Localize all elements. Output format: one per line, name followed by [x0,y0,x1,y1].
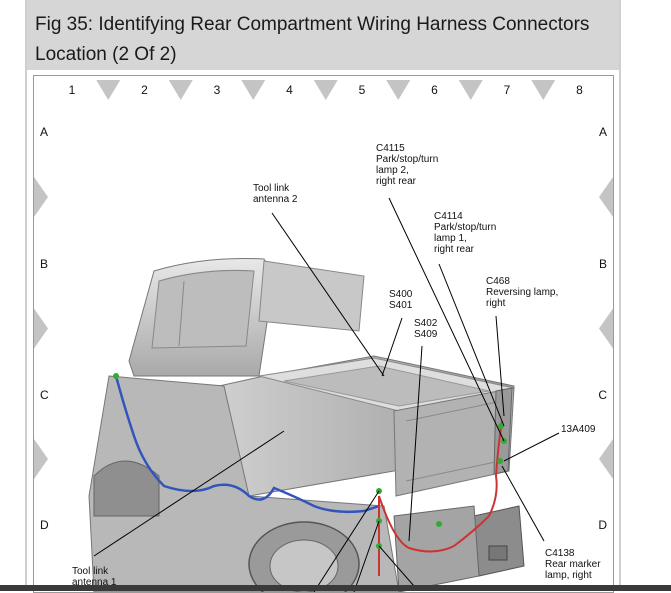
callout-line: Reversing lamp, [486,287,558,298]
leader-lines [93,197,560,592]
callout-line: S409 [414,329,438,340]
bottom-scrollbar-strip [0,585,671,591]
grid-column-marker [168,80,193,100]
callout-line: Rear marker [545,559,601,570]
callout-line: Tool link [72,566,109,577]
callout-line: S400 [389,289,413,300]
callout-line: lamp 2, [376,165,409,176]
grid-column-label: 6 [431,83,438,97]
figure-header: Fig 35: Identifying Rear Compartment Wir… [27,0,619,70]
grid-column-label: 2 [141,83,148,97]
callout-line: lamp, right [545,570,592,581]
grid-row-label: B [599,257,607,271]
callout-line: Park/stop/turn [434,222,496,233]
grid-row-label: C [598,388,607,402]
page-left-border [25,0,27,591]
callout-line: Park/stop/turn [376,154,438,165]
grid-column-label: 3 [214,83,221,97]
callout-line: right [486,298,506,309]
grid-row-marker [34,308,48,349]
grid-row-marker [599,177,613,217]
grid-row-label: C [40,388,49,402]
grid-column-marker [313,80,338,100]
grid-column-label: 8 [576,83,583,97]
grid-row-label: D [40,518,49,532]
grid-column-label: 7 [504,83,511,97]
grid-row-marker [599,439,613,479]
page-right-border [619,0,621,591]
grid-column-label: 1 [69,83,76,97]
diagram-canvas: 1 2 3 4 5 6 7 8A A B B C C D D [34,80,613,592]
grid-row-marker [599,308,613,349]
callout-line: antenna 2 [253,194,298,205]
callout-line: C4114 [434,211,463,222]
callout-13a409: 13A409 [561,424,596,435]
callout-line: C468 [486,276,510,287]
callout-line: 13A409 [561,424,596,435]
callout-line: C4138 [545,548,575,559]
harness-red [378,420,503,576]
grid-row-marker [34,439,48,479]
grid-column-marker [241,80,266,100]
callout-line: lamp 1, [434,233,467,244]
callout-line: right rear [376,176,417,187]
grid-row-label: A [40,125,48,139]
grid-markers: 1 2 3 4 5 6 7 8A A B B C C D D [34,80,613,532]
grid-column-marker [531,80,556,100]
grid-column-marker [96,80,121,100]
callout-line: C4115 [376,143,405,154]
callout-line: right rear [434,244,475,255]
grid-row-label: B [40,257,48,271]
callout-line: antenna 1 [72,577,117,588]
truck-illustration [88,258,525,592]
grid-column-label: 4 [286,83,293,97]
callout-line: Tool link [253,183,290,194]
grid-column-label: 5 [359,83,366,97]
grid-row-marker [34,177,48,217]
harness-blue [114,375,380,514]
figure-title: Fig 35: Identifying Rear Compartment Wir… [35,14,590,65]
grid-row-label: A [599,125,607,139]
callout-line: S402 [414,318,438,329]
callout-line: S401 [389,300,413,311]
grid-column-marker [458,80,483,100]
grid-row-label: D [598,518,607,532]
grid-column-marker [386,80,411,100]
